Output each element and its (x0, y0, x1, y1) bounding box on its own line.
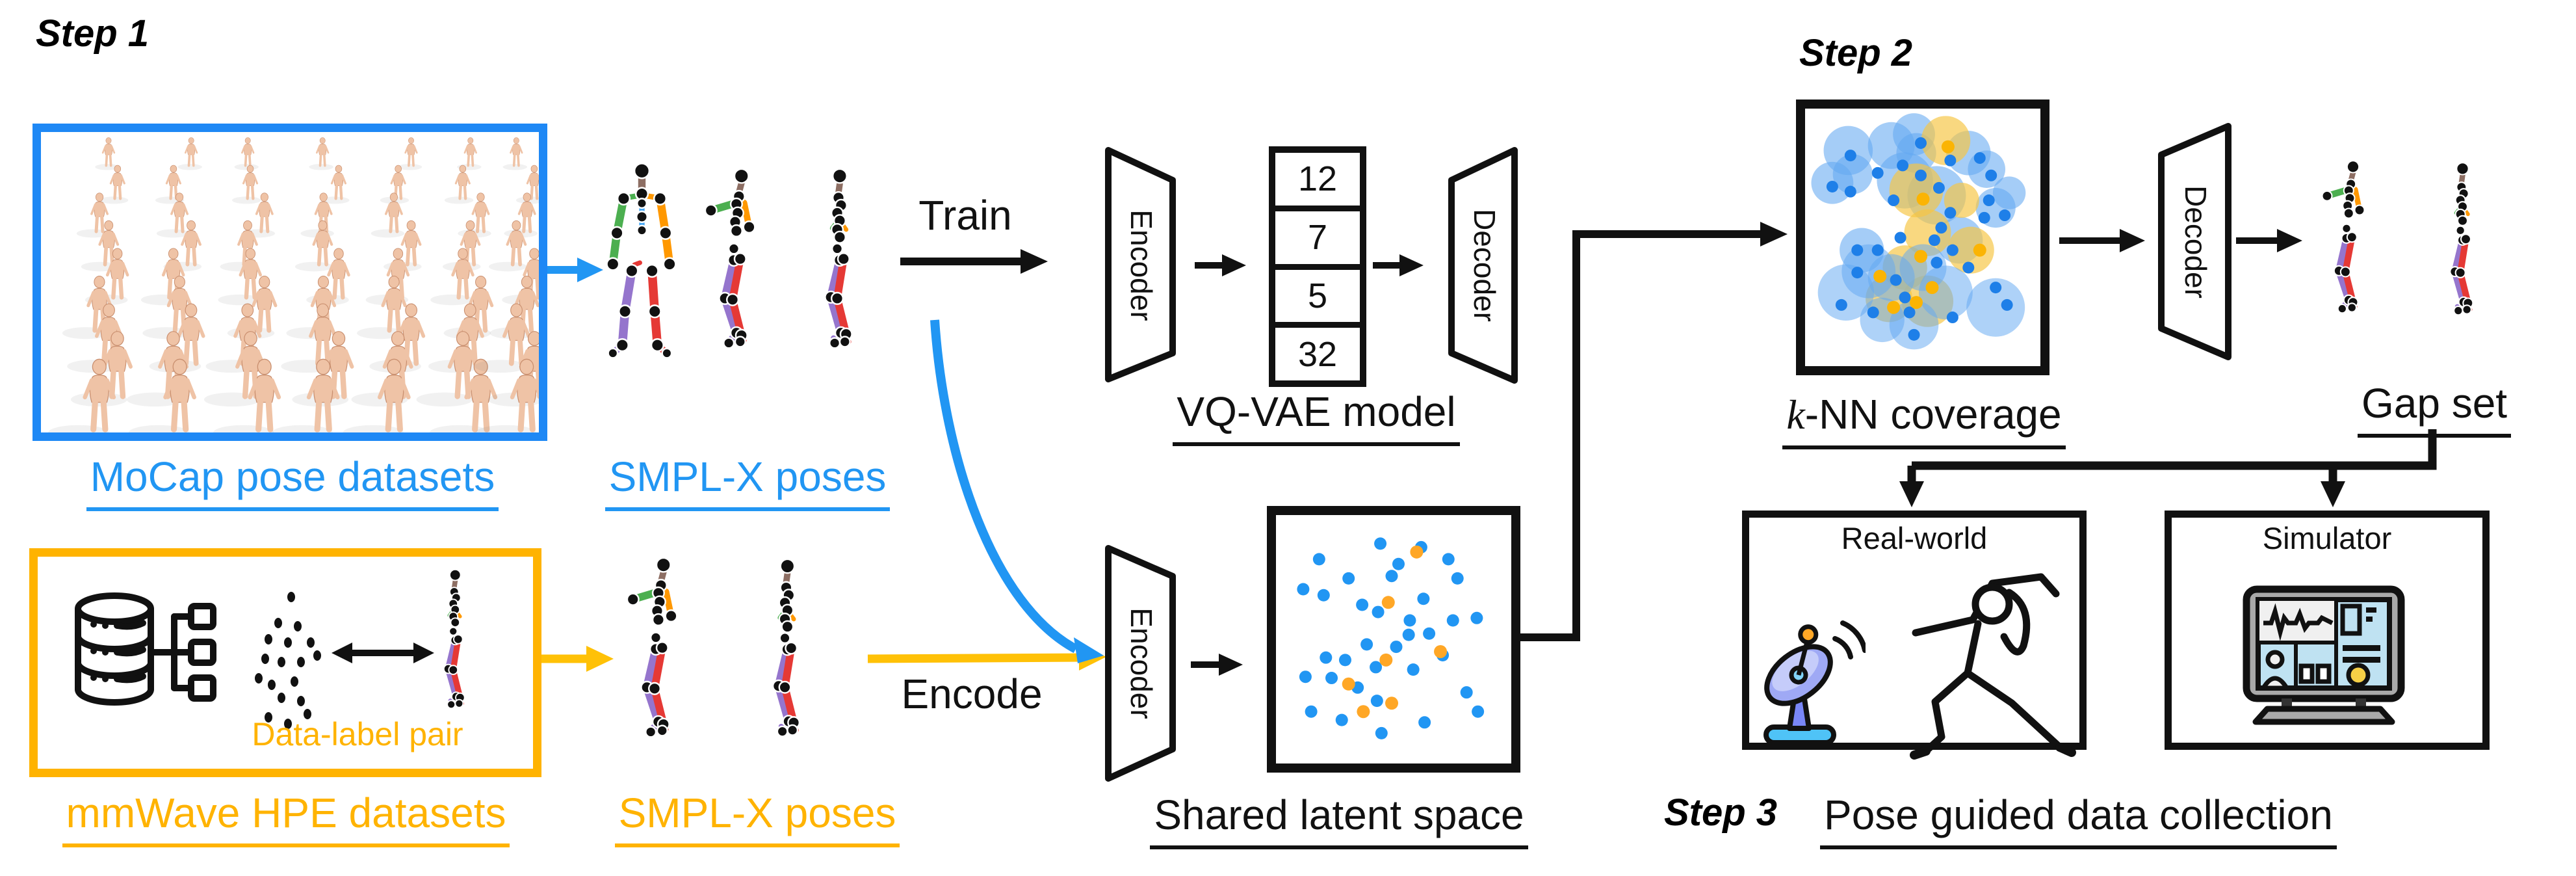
codebook-entry: 5 (1275, 270, 1360, 328)
decoder-to-gapset-arrow (2236, 229, 2302, 252)
step3-label: Pose guided data collection (1820, 791, 2444, 849)
smplx-poses-top (588, 156, 894, 364)
mocap-label: MoCap pose datasets (39, 453, 546, 511)
point-cloud (255, 592, 321, 729)
smplx-poses-bottom (611, 550, 884, 751)
svg-text:Decoder: Decoder (2179, 185, 2213, 299)
latent-encoder: Encoder (1105, 545, 1176, 782)
gapset-label: Gap set (2330, 379, 2538, 438)
svg-text:Decoder: Decoder (1468, 209, 1502, 322)
knn-coverage-label: k-NN coverage (1729, 390, 2119, 449)
step2-decoder: Decoder (2158, 123, 2231, 360)
mmwave-to-smplx-arrow (541, 646, 614, 672)
monitor-icon (2243, 585, 2405, 725)
codebook-entry: 12 (1275, 153, 1360, 211)
pair-double-arrow (332, 643, 434, 663)
codebook-entry: 7 (1275, 211, 1360, 270)
mmwave-dataset-box (29, 548, 541, 777)
database-icon (75, 592, 216, 706)
vqvae-decoder: Decoder (1448, 147, 1518, 384)
smplx-label-bottom: SMPL-X poses (595, 789, 920, 847)
gapset-branch-connector (1899, 429, 2437, 507)
knn-to-decoder-arrow (2059, 229, 2145, 252)
mmwave-label: mmWave HPE datasets (26, 789, 546, 847)
shared-latent-label: Shared latent space (1112, 791, 1567, 849)
latent-to-knn-connector (1519, 222, 1788, 641)
encode-label: Encode (901, 670, 1043, 717)
smplx-label-top: SMPL-X poses (588, 453, 907, 511)
step2-title: Step 2 (1799, 32, 1913, 74)
realworld-title: Real-world (1841, 521, 1988, 555)
simulator-title: Simulator (2262, 521, 2392, 555)
vqvae-encoder: Encoder (1105, 147, 1176, 382)
shared-latent-space-box (1267, 506, 1520, 773)
mocap-bodies-crowd (48, 137, 539, 432)
svg-text:Encoder: Encoder (1125, 607, 1158, 719)
encoder-to-codebook-arrow (1195, 254, 1246, 276)
data-label-pair-caption: Data-label pair (252, 716, 463, 752)
gapset-poses (2304, 155, 2519, 327)
dancer-icon (1910, 573, 2076, 760)
knn-coverage-box (1796, 100, 2049, 375)
step1-title: Step 1 (36, 12, 150, 55)
train-label: Train (918, 192, 1012, 239)
mocap-dataset-box (33, 124, 547, 441)
train-arrow (900, 249, 1048, 274)
satellite-dish-icon (1763, 620, 1866, 745)
mocap-encode-curve-arrow (930, 319, 1104, 663)
codebook-entry: 32 (1297, 334, 1338, 374)
mocap-to-smplx-arrow (545, 258, 603, 282)
step3-title: Step 3 (1664, 791, 1778, 834)
encoder-to-latent-arrow (1191, 654, 1243, 676)
vqvae-codebook: 12 7 5 32 (1269, 146, 1366, 387)
codebook-to-decoder-arrow (1373, 254, 1424, 276)
skeleton-pose (444, 570, 465, 709)
vqvae-model-label: VQ-VAE model (1105, 388, 1528, 446)
svg-text:Encoder: Encoder (1125, 209, 1158, 321)
